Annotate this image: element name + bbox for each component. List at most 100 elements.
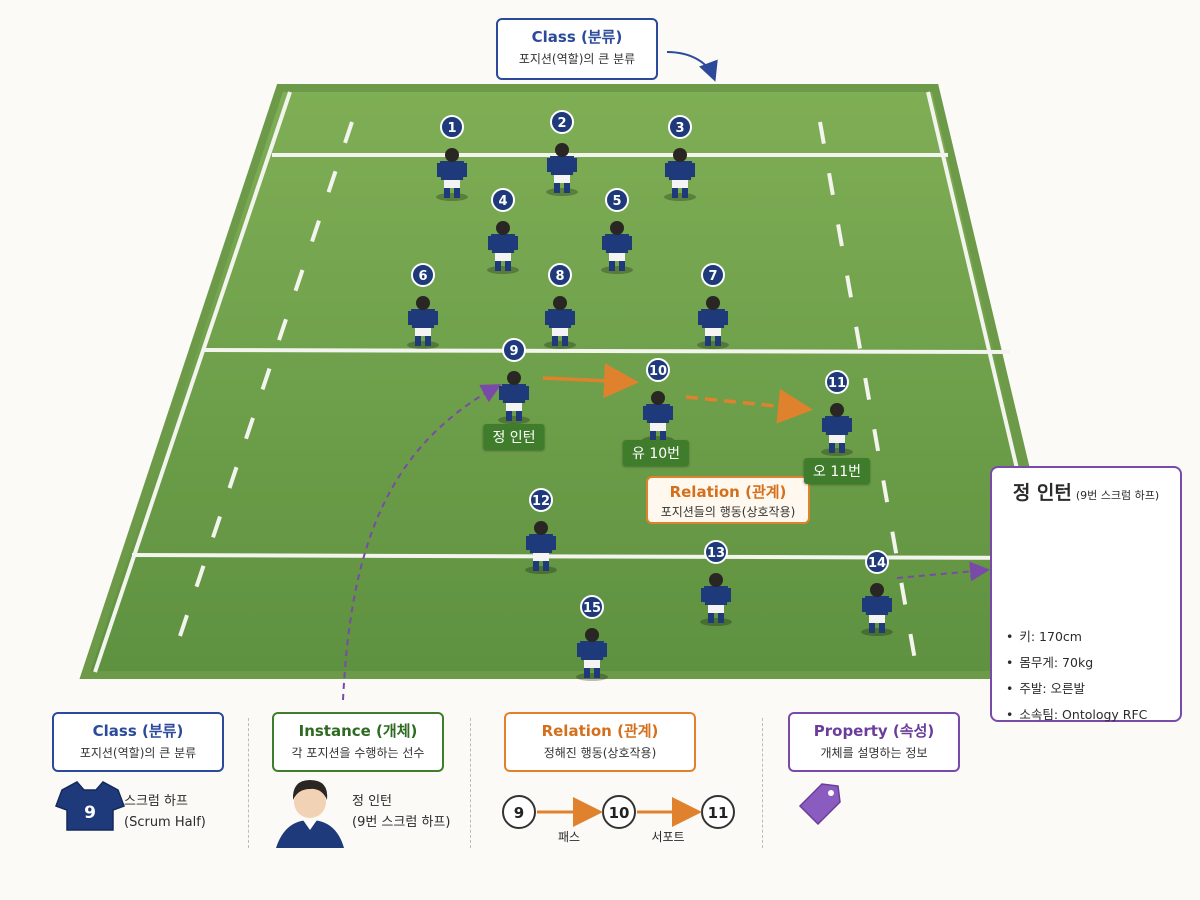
player-number-badge [668,115,692,139]
class-callout: Class (분류) 포지션(역할)의 큰 분류 [496,18,658,80]
legend-divider [248,718,249,848]
profile-name-line: 정 인턴(9번 스크럼 하프) [1004,478,1168,505]
relation-callout-subtitle: 포지션들의 행동(상호작용) [660,505,796,519]
relation-node-label: 11 [708,804,729,822]
legend-property-title: Property (속성) [813,722,935,740]
relation-node [602,795,636,829]
legend-relation-subtitle: 정해진 행동(상호작용) [543,746,657,760]
player-number-badge [865,550,889,574]
player-number-badge [529,488,553,512]
legend-instance-example-line1: 정 인턴 [352,794,393,809]
player-number-badge [825,370,849,394]
class-callout-subtitle: 포지션(역할)의 큰 분류 [518,52,636,66]
profile-name: 정 인턴 [1012,482,1072,504]
player-number: 6 [418,269,427,284]
relation-node [701,795,735,829]
player-10: 10 [642,358,674,444]
legend-relation-title: Relation (관계) [541,722,659,740]
relation-edge-label: 패스 [557,830,581,844]
legend-instance-title: Instance (개체) [298,722,418,740]
player-6: 6 [407,263,439,349]
legend-instance-box: Instance (개체) 각 포지션을 수행하는 선수 [272,712,444,772]
relation-chain: 9 10 11 [502,795,735,829]
avatar-icon [276,780,344,848]
player-number: 4 [498,194,507,209]
player-number: 5 [612,194,621,209]
player-label-9: 정 인턴 [483,424,545,450]
legend-property-box: Property (속성) 개체를 설명하는 정보 [788,712,960,772]
player-number-badge [646,358,670,382]
player-number: 12 [532,494,550,509]
legend-class-title: Class (분류) [92,722,184,740]
field [79,84,1081,679]
support-arrow [685,388,813,424]
player-label-11: 오 11번 [803,458,871,484]
tag-icon [798,783,841,826]
player-label-10: 유 10번 [622,440,690,466]
jersey-number: 9 [84,803,96,823]
legend-property-subtitle: 개체를 설명하는 정보 [820,746,928,760]
player-2: 2 [546,110,578,196]
relation-edge-label: 서포트 [651,830,685,844]
player-number-badge [704,540,728,564]
player-number: 1 [447,121,456,136]
legend-class-example-line1: 스크럼 하프 [124,794,188,809]
player-number-badge [548,263,572,287]
relation-node-label: 10 [609,804,630,822]
relation-node-label: 9 [514,804,524,822]
player-number-badge [701,263,725,287]
relation-callout: Relation (관계) 포지션들의 행동(상호작용) [646,476,810,524]
legend-class-example: 스크럼 하프 (Scrum Half) [124,792,206,834]
profile-attribute: 키: 170cm [1006,626,1147,645]
player-4: 4 [487,188,519,274]
player-profile-card: 정 인턴(9번 스크럼 하프) 키: 170cm 몸무게: 70kg 주발: 오… [990,466,1182,722]
player-number-badge [580,595,604,619]
profile-attribute: 주발: 오른발 [1006,678,1147,697]
relation-callout-title: Relation (관계) [669,483,787,501]
profile-attribute: 소속팀: Ontology RFC [1006,704,1147,723]
pass-arrow [542,363,639,399]
player-number-badge [440,115,464,139]
player-7: 7 [697,263,729,349]
property-pointer [896,561,990,582]
player-number: 14 [868,556,886,571]
player-number: 7 [708,269,717,284]
class-pointer-curve [666,51,718,82]
player-number: 8 [555,269,564,284]
player-number-badge [605,188,629,212]
legend-divider [470,718,471,848]
player-8: 8 [544,263,576,349]
legend-relation-box: Relation (관계) 정해진 행동(상호작용) [504,712,696,772]
player-number-badge [491,188,515,212]
player-number: 10 [649,364,667,379]
player-9: 9 [498,338,530,424]
player-13: 13 [700,540,732,626]
legend-class-box: Class (분류) 포지션(역할)의 큰 분류 [52,712,224,772]
legend-instance-subtitle: 각 포지션을 수행하는 선수 [291,746,425,760]
player-number: 2 [557,116,566,131]
legend-instance-example: 정 인턴 (9번 스크럼 하프) [352,792,450,834]
player-number-badge [550,110,574,134]
legend-class-subtitle: 포지션(역할)의 큰 분류 [79,746,197,760]
player-number-badge [411,263,435,287]
player-15: 15 [576,595,608,681]
player-number: 9 [509,344,518,359]
profile-role: (9번 스크럼 하프) [1075,489,1160,502]
instance-pointer-curve [342,384,502,701]
player-11: 11 [821,370,853,456]
player-12: 12 [525,488,557,574]
player-5: 5 [601,188,633,274]
legend-instance-example-line2: (9번 스크럼 하프) [352,814,451,830]
player-number: 3 [675,121,684,136]
profile-attributes: 키: 170cm 몸무게: 70kg 주발: 오른발 소속팀: Ontology… [1006,626,1147,730]
legend-divider [762,718,763,848]
jersey-icon: 9 [55,781,125,831]
relation-node [502,795,536,829]
player-3: 3 [664,115,696,201]
player-14: 14 [861,550,893,636]
profile-attribute: 몸무게: 70kg [1006,652,1147,671]
player-number: 15 [583,601,601,616]
player-number: 13 [707,546,725,561]
player-1: 1 [436,115,468,201]
